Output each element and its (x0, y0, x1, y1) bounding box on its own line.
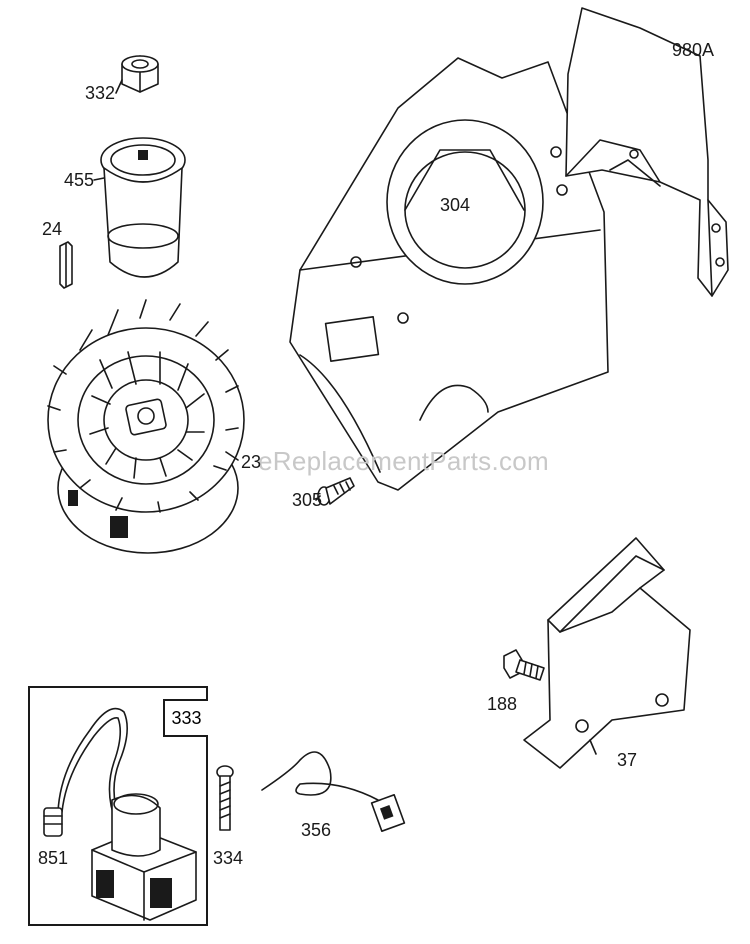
part-label-332: 332 (85, 83, 116, 103)
part-label-23: 23 (241, 452, 262, 472)
part-37-bracket (523, 537, 691, 769)
part-356-ground-wire (261, 751, 406, 832)
part-23-flywheel (47, 299, 245, 554)
part-label-24: 24 (42, 219, 63, 239)
part-label-188: 188 (487, 694, 518, 714)
part-851-wire (43, 707, 128, 837)
part-label-356: 356 (301, 820, 332, 840)
part-label-334: 334 (213, 848, 244, 868)
part-332-nut (121, 55, 159, 93)
armature-kit-box (28, 686, 208, 926)
leader-lines (93, 79, 597, 755)
part-188-bolt (503, 649, 545, 681)
part-304-blower-housing (289, 57, 609, 491)
part-label-333: 333 (163, 699, 208, 737)
part-334-screw (216, 765, 234, 831)
part-label-851: 851 (38, 848, 69, 868)
watermark: eReplacementParts.com (258, 446, 549, 476)
part-label-980a: 980A (672, 40, 715, 60)
part-333-armature (91, 793, 197, 921)
part-label-37: 37 (617, 750, 638, 770)
part-24-key (59, 241, 73, 289)
part-305-screw (317, 477, 355, 506)
part-label-305: 305 (292, 490, 323, 510)
part-980a-baffle (565, 7, 729, 297)
part-label-304: 304 (440, 195, 471, 215)
part-455-starter-cup (100, 137, 186, 278)
part-label-455: 455 (64, 170, 95, 190)
